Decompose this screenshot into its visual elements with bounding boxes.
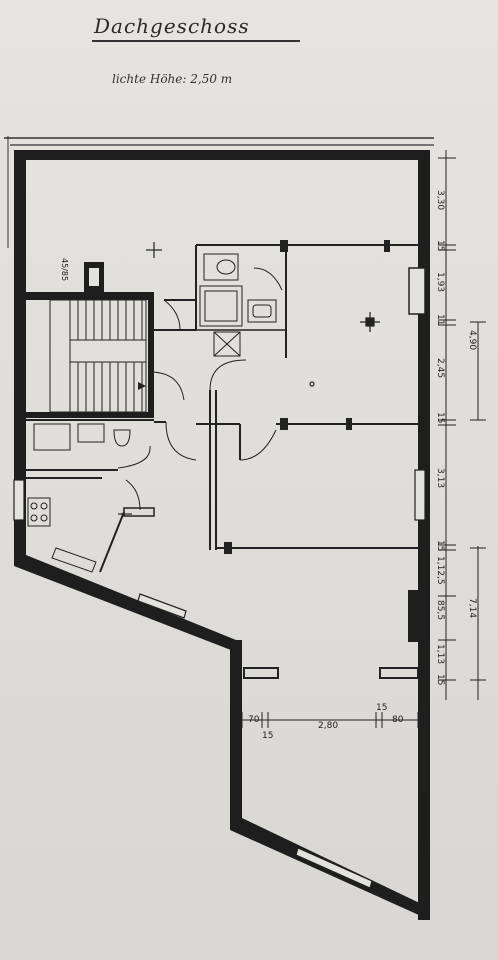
dim-right-9: 15 [435,540,445,551]
pillar-right [408,590,420,642]
stub-wall-left [243,667,279,679]
small-bath [26,419,154,471]
window-left [13,479,25,521]
stair-treads [69,300,143,412]
dim-bottom-4: 15 [376,703,387,713]
window-bottom [295,847,373,889]
page-title: Dachgeschoss [94,14,250,38]
window-right-upper [408,267,426,315]
sink-icon [247,299,277,323]
sink-basin [252,304,272,318]
wall-top [14,150,430,160]
bathtub-icon [199,285,243,327]
dim-bottom-1: 70 [248,715,260,725]
hallway-walls [150,299,418,550]
bath-door-swing [253,267,283,291]
shaft-icon [213,331,241,357]
bottom-dimension-line [241,712,419,728]
outer-walls [14,150,430,920]
dim-right-14: 15 [435,674,445,685]
dim-right-13: 1,13 [435,644,445,664]
staircase [26,262,154,418]
toilet-icon [216,259,236,275]
dim-right-5: 4,90 [467,330,477,350]
window-right-middle [414,469,426,521]
stub-wall-right [379,667,419,679]
bottom-dimension-labels: 70 15 2,80 15 80 [248,703,404,741]
small-bath-shower [33,423,71,451]
dim-bottom-3: 2,80 [318,721,338,731]
dim-right-12: 7,14 [467,598,477,618]
bath-shower [203,253,239,281]
kitchen-wall-diagonal [99,511,125,573]
dim-bottom-5: 80 [392,715,404,725]
stair-outline [49,299,147,413]
dim-right-6: 2,45 [435,358,445,378]
wall-step [230,640,242,830]
wall-diagonal-upper [14,555,236,652]
dim-right-4: 11 [435,314,445,325]
small-bath-sink [77,423,105,443]
stair-wall-top [26,292,154,300]
dim-right-3: 1,93 [435,272,445,292]
small-toilet-icon [113,429,131,447]
dim-right-7: 15 [435,412,445,423]
bathtub-inner [204,290,238,322]
stair-wall-right [148,292,154,412]
kitchen-sink-icon [51,547,97,573]
kitchen [26,477,155,573]
chimney-flue [89,268,99,286]
dim-right-10: 1,12,5 [435,556,445,585]
right-dimension-labels: 3,30 15 1,93 11 4,90 2,45 15 3,13 15 1,1… [435,190,477,685]
dim-right-2: 15 [435,240,445,251]
stair-landing [69,339,147,363]
dim-right-11: 85,5 [435,600,445,620]
door-swings [117,299,277,511]
interior-partitions [224,240,419,679]
bathroom [195,244,287,358]
right-dimension-line [438,150,486,700]
stair-dimension-note: 45/85 [60,258,69,281]
stair-wall-bottom [26,412,154,418]
window-diagonal [137,593,187,619]
ceiling-height-note: lichte Höhe: 2,50 m [112,72,233,86]
title-underline [92,40,300,42]
kitchen-counter [123,507,155,517]
stove-icon [27,497,51,527]
wall-left [14,150,26,555]
stair-arrow [138,382,146,390]
wall-right [418,150,430,920]
dim-right-8: 3,13 [435,468,445,488]
dim-right-1: 3,30 [435,190,445,210]
dim-bottom-2: 15 [262,731,273,741]
ceiling-lights [118,242,380,515]
